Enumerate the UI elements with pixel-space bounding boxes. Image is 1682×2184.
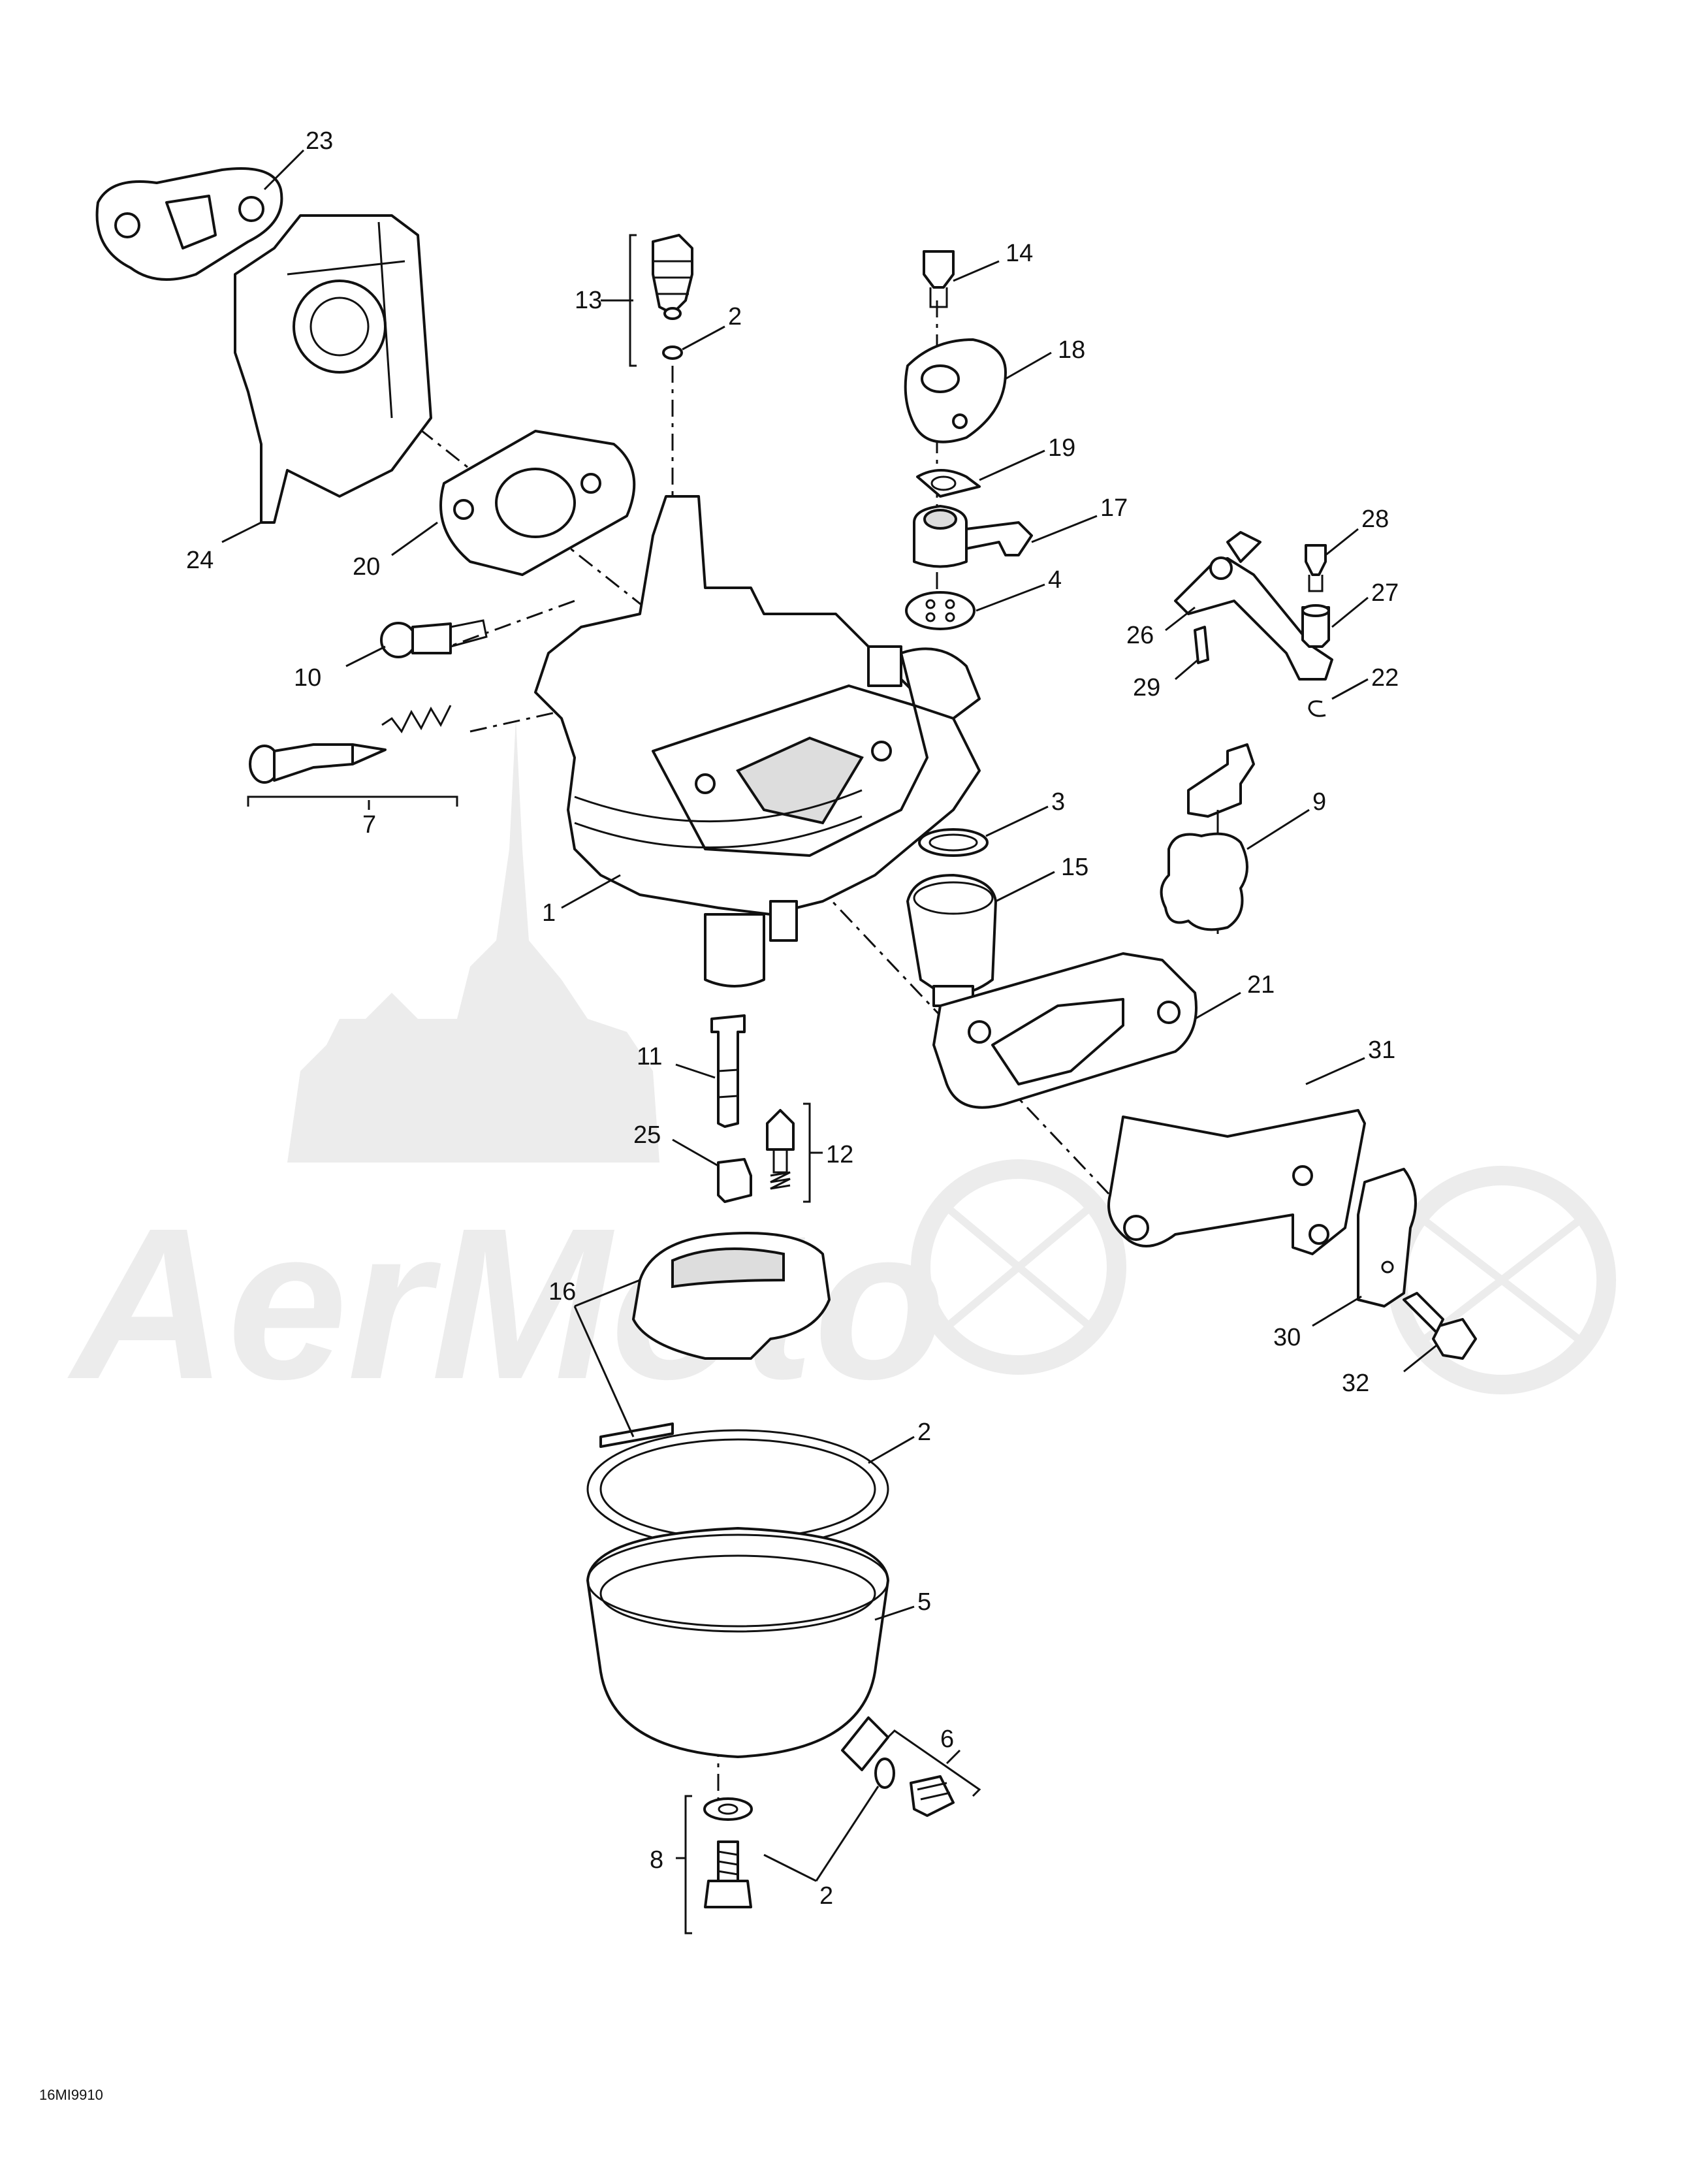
callout-labels: 23 13 2 14 18 19 17 28 24 20 4 27 26 10 … <box>186 127 1399 1910</box>
part-10-screw <box>380 619 488 658</box>
callout-1: 1 <box>542 899 556 927</box>
part-18-plate <box>904 338 1007 443</box>
part-17-lever <box>913 505 1033 568</box>
part-32-screw <box>1403 1292 1477 1360</box>
part-8-drain-bolt <box>684 1795 753 1935</box>
callout-2: 2 <box>819 1882 833 1910</box>
part-1-carburetor-body <box>534 495 981 988</box>
callout-8: 8 <box>650 1846 663 1874</box>
callout-29: 29 <box>1133 674 1160 701</box>
callout-19: 19 <box>1048 434 1075 462</box>
part-11-emulsion-tube <box>710 1014 746 1128</box>
callout-9: 9 <box>1312 788 1326 816</box>
part-30-clip <box>1357 1168 1417 1308</box>
callout-28: 28 <box>1361 506 1389 533</box>
callout-14: 14 <box>1006 240 1033 267</box>
callout-30: 30 <box>1273 1324 1301 1351</box>
part-19-washer <box>916 469 981 498</box>
part-31-bracket <box>1107 1109 1366 1255</box>
part-16-float <box>632 1232 831 1360</box>
watermark-skyline <box>287 718 659 1163</box>
callout-3: 3 <box>1051 788 1065 816</box>
watermark-spoke <box>938 1198 1100 1336</box>
part-24-bracket <box>234 214 432 524</box>
callout-27: 27 <box>1371 579 1399 607</box>
part-21-gasket <box>932 952 1198 1109</box>
part-20-gasket <box>439 430 636 576</box>
callout-17: 17 <box>1100 494 1128 522</box>
callout-4: 4 <box>1048 566 1062 594</box>
callout-2: 2 <box>728 303 742 330</box>
part-7-idle-screw <box>247 705 458 807</box>
callout-31: 31 <box>1368 1036 1395 1064</box>
part-23-gasket <box>95 167 283 281</box>
callout-10: 10 <box>294 664 321 692</box>
part-2-oring-top <box>662 345 683 360</box>
part-27-spacer <box>1301 604 1330 648</box>
callout-23: 23 <box>306 127 333 155</box>
figure-code: 16MI9910 <box>39 2087 103 2103</box>
callout-6: 6 <box>940 1726 954 1753</box>
callout-21: 21 <box>1247 971 1275 999</box>
part-13-fitting <box>629 234 693 367</box>
callout-12: 12 <box>826 1141 853 1168</box>
callout-24: 24 <box>186 547 214 574</box>
watermark-wheel-front <box>911 1159 1126 1375</box>
part-5-float-bowl <box>586 1527 889 1771</box>
part-28-screw <box>1305 544 1327 592</box>
callout-2: 2 <box>917 1419 931 1446</box>
callout-15: 15 <box>1061 854 1088 881</box>
part-4-gasket <box>905 591 976 630</box>
part-2-drain-washer <box>874 1758 895 1789</box>
part-25-main-jet <box>717 1158 752 1203</box>
part-14-screw <box>923 250 955 308</box>
part-16-float-pin <box>599 1422 674 1448</box>
callout-7: 7 <box>362 811 376 839</box>
part-6-drain-screw <box>887 1729 981 1817</box>
part-3-oring <box>918 828 989 857</box>
callout-20: 20 <box>353 553 380 581</box>
callout-5: 5 <box>917 1588 931 1616</box>
part-29-pin <box>1194 626 1209 664</box>
callout-26: 26 <box>1126 622 1154 649</box>
leader-lines <box>221 149 1437 1882</box>
callout-16: 16 <box>548 1278 576 1306</box>
part-9-choke-shaft <box>1160 743 1255 934</box>
callout-11: 11 <box>637 1043 662 1070</box>
part-22-eclip <box>1308 700 1326 717</box>
part-26-throttle-lever <box>1174 531 1333 681</box>
callout-13: 13 <box>575 287 602 314</box>
part-15-cap <box>906 874 997 1007</box>
callout-32: 32 <box>1342 1370 1369 1397</box>
callout-22: 22 <box>1371 664 1399 692</box>
callout-18: 18 <box>1058 336 1085 364</box>
callout-25: 25 <box>633 1121 661 1149</box>
